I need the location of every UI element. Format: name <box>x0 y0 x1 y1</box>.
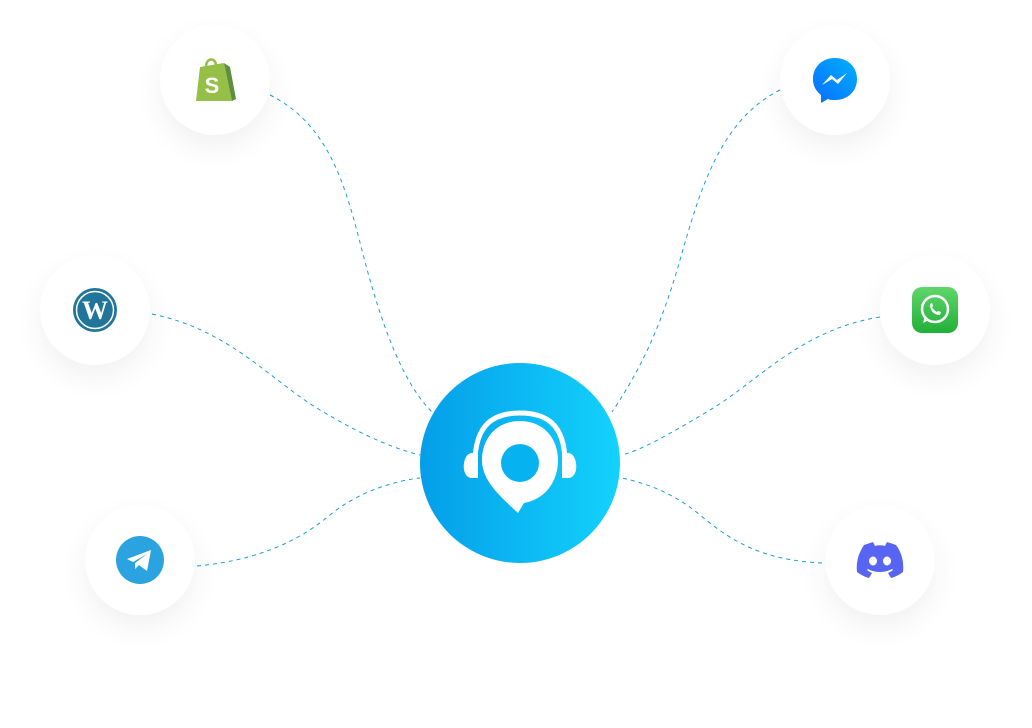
svg-text:W: W <box>82 296 108 325</box>
messenger-node[interactable] <box>780 25 890 135</box>
shopify-icon: S <box>196 58 236 101</box>
connector-whatsapp <box>621 316 881 456</box>
discord-icon <box>856 542 904 578</box>
whatsapp-node[interactable] <box>880 255 990 365</box>
connector-messenger <box>611 89 781 413</box>
support-headset-chat-icon <box>420 363 620 563</box>
connector-telegram <box>196 477 421 567</box>
shopify-node[interactable]: S <box>160 25 270 135</box>
messenger-icon <box>813 58 857 103</box>
telegram-node[interactable] <box>85 505 195 615</box>
whatsapp-icon <box>912 287 958 333</box>
wordpress-node[interactable]: W <box>40 255 150 365</box>
connector-shopify <box>269 94 433 413</box>
telegram-icon <box>116 536 164 584</box>
wordpress-icon: W <box>73 288 117 332</box>
connector-discord <box>621 477 823 564</box>
discord-node[interactable] <box>825 505 935 615</box>
support-hub[interactable] <box>420 363 620 563</box>
svg-text:S: S <box>205 73 220 98</box>
connector-wordpress <box>151 313 421 456</box>
